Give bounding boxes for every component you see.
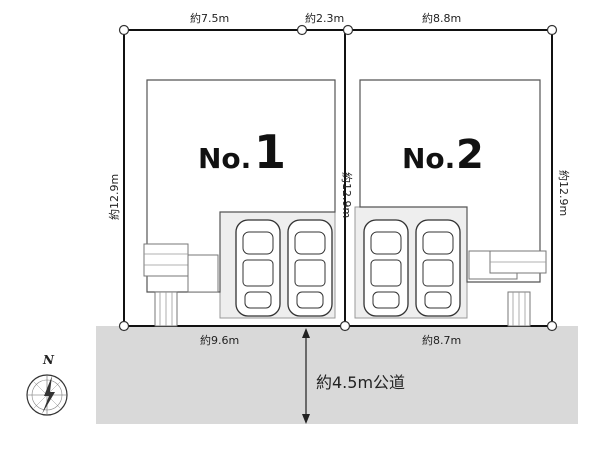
lot-1-label-prefix: No. [198, 142, 251, 175]
lot-1-label-number: 1 [254, 125, 286, 179]
lot-2-label-prefix: No. [402, 142, 455, 175]
boundary-marker [118, 24, 130, 36]
dim-center-side: 約12.9m [340, 172, 354, 218]
lot-1-annex-step [187, 254, 219, 293]
lot-1-annex [143, 243, 189, 277]
boundary-marker [546, 320, 558, 332]
dim-left-side: 約12.9m [107, 174, 121, 220]
dim-bottom-right: 約8.7m [422, 333, 461, 347]
boundary-marker [342, 24, 354, 36]
car [415, 219, 461, 317]
boundary-marker [296, 24, 308, 36]
boundary-marker [339, 320, 351, 332]
compass: N [26, 353, 68, 416]
lot-1-building [146, 79, 336, 293]
compass-north-label: N [42, 353, 55, 367]
dim-top-mid: 約2.3m [305, 11, 344, 25]
road-label: 約4.5m公道 [316, 373, 405, 392]
dim-bottom-left: 約9.6m [200, 333, 239, 347]
lot-2-building [359, 79, 541, 283]
car [363, 219, 409, 317]
boundary-marker [118, 320, 130, 332]
north-arrow-icon [42, 376, 55, 414]
car [235, 219, 281, 317]
boundary-marker [546, 24, 558, 36]
arrow-head-down [302, 414, 310, 424]
dim-top-left: 約7.5m [190, 11, 229, 25]
arrow-head-up [302, 328, 310, 338]
dim-right-side: 約12.9m [557, 170, 571, 216]
lot-2-label-number: 2 [456, 132, 484, 178]
car [287, 219, 333, 317]
dim-top-right: 約8.8m [422, 11, 461, 25]
public-road [96, 326, 578, 424]
